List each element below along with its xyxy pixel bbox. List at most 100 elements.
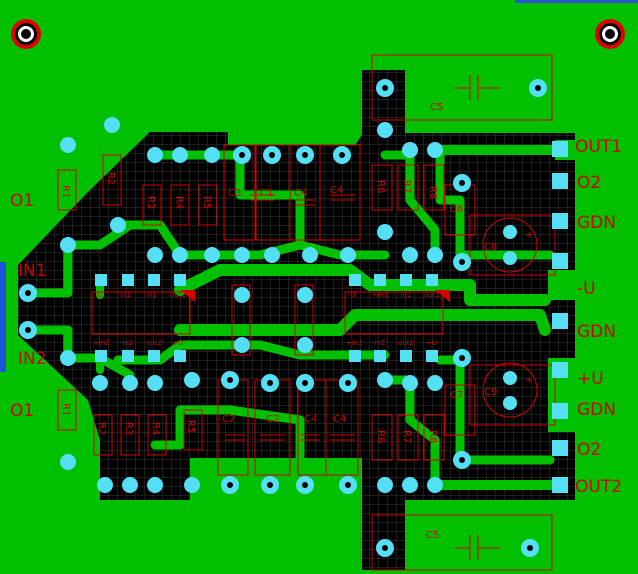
refdes-c4b-bot: C4 (333, 414, 346, 425)
refdes-c4a-bot: C4 (304, 414, 317, 425)
mounting-hole-left (11, 19, 41, 49)
trace-bot-2 (150, 405, 305, 490)
refdes-r6-top: R6 (375, 180, 386, 193)
outline-r2-bot (93, 414, 113, 456)
label-out1: OUT1 (575, 137, 622, 157)
outline-c8-body (482, 217, 538, 273)
refdes-c6-top: C6 (450, 204, 463, 215)
label-o2-bottom: O2 (577, 440, 601, 460)
outline-c9-body (482, 362, 538, 418)
outline-c3-top (223, 144, 257, 241)
u2-pin-label: out1 (424, 291, 440, 299)
outline-r7-bot (397, 414, 419, 461)
refdes-c5-bot: C5 (426, 530, 439, 541)
outline-r3-top (142, 184, 162, 226)
refdes-r5-top: R5 (201, 196, 212, 209)
label-o1-bottom: O1 (10, 401, 34, 421)
u2-pin1-marker (435, 290, 450, 302)
outline-r2-top (102, 154, 122, 206)
refdes-c2a-bot: C2 (222, 414, 235, 425)
refdes-r1-top: R1 (60, 185, 71, 198)
c9-plus-mark: + (525, 375, 533, 386)
label-gdn-3: GDN (577, 400, 616, 420)
outline-c8-top (469, 214, 556, 276)
outline-c9-bot (469, 364, 556, 426)
u2-pin-label: out2 (398, 339, 414, 347)
label-gdn-1: GDN (577, 213, 616, 233)
u1-pin-label: out2 (146, 339, 162, 347)
u2-pin-label: -in2 (372, 339, 385, 347)
trace-top-3 (380, 150, 440, 260)
label-plus-u: +U (577, 369, 604, 389)
refdes-r1-bot: R1 (60, 403, 71, 416)
label-o2-top: O2 (577, 173, 601, 193)
refdes-r2-bot: R2 (96, 422, 107, 435)
refdes-c1-top: C1 (260, 188, 273, 199)
outline-r5-top (198, 184, 218, 226)
outline-r4-top (170, 184, 190, 226)
outline-r1-top (57, 169, 77, 211)
label-minus-u: -U (577, 279, 596, 299)
outline-r5-bot (183, 409, 203, 451)
refdes-r4-bot: R4 (150, 422, 161, 435)
c8-plus-mark: + (525, 230, 533, 241)
outline-c4b-top (319, 144, 361, 241)
label-o1-top: O1 (10, 191, 34, 211)
outline-r8-top (423, 164, 445, 211)
refdes-c4b-top: C4 (330, 185, 343, 196)
pad-holes (25, 85, 541, 551)
trace-top-4 (435, 145, 555, 260)
outline-c7-bot (444, 384, 476, 436)
outline-u2 (344, 291, 444, 335)
pads (19, 79, 568, 557)
outline-r1-bot (57, 389, 77, 431)
refdes-labels: R1 R2 R3 R4 R5 C3 C1 C4 C4 R6 R7 R8 C5 C… (60, 102, 497, 541)
u1-pin-label: in1 (146, 291, 157, 299)
board-edge-left (0, 262, 6, 372)
refdes-r6-bot: R6 (375, 430, 386, 443)
outline-r4-bot (147, 414, 167, 456)
u1-pin-label: +U (172, 339, 183, 347)
outline-jumper-1 (231, 284, 251, 356)
polarity-marks: + + (525, 230, 533, 386)
refdes-c5-top: C5 (430, 102, 443, 113)
refdes-r8-bot: R8 (427, 430, 438, 443)
u1-pin-label: out1 (170, 291, 186, 299)
outline-c5-top (371, 54, 553, 121)
label-gdn-2: GDN (577, 322, 616, 342)
u2-pin-label: -U (348, 291, 356, 299)
outline-r6-bot (371, 414, 393, 461)
refdes-r7-top: R7 (401, 180, 412, 193)
outline-r8-bot (423, 414, 445, 461)
refdes-r8-top: R8 (427, 186, 438, 199)
connector-labels: O1 IN1 IN2 O1 OUT1 O2 GDN -U GDN +U GDN … (10, 137, 622, 497)
board-edge-top (515, 0, 638, 3)
trace-mid-plus (174, 309, 551, 336)
outline-u1 (91, 291, 191, 335)
refdes-r2-top: R2 (105, 172, 116, 185)
u2-pin-label: +in2 (346, 339, 363, 347)
outline-jumper-2 (294, 284, 314, 356)
refdes-r3-bot: R3 (123, 422, 134, 435)
refdes-r4-top: R4 (173, 196, 184, 209)
outline-r7-top (397, 164, 419, 211)
u1-pin-label: -U (95, 291, 103, 299)
outline-r6-top (371, 164, 393, 211)
u1-pin-label: -in2 (120, 339, 133, 347)
refdes-c3-top: C3 (228, 188, 241, 199)
trace-bot-3 (380, 375, 440, 490)
label-out2: OUT2 (575, 477, 622, 497)
refdes-c4a-top: C4 (294, 188, 307, 199)
u2-pin-label: -in1 (398, 291, 411, 299)
ic-pin-labels: -U in1 in1 out1 +in2 -in2 out2 +U -U +in… (93, 291, 440, 347)
label-in1: IN1 (18, 261, 47, 281)
refdes-c8-top: C8 (484, 242, 497, 253)
refdes-c9-bot: C9 (484, 387, 497, 398)
u1-pin-label: in1 (120, 291, 131, 299)
u2-pin-label: +U (426, 339, 437, 347)
u1-pin1-marker (180, 290, 195, 302)
trace-bot-4 (435, 355, 555, 465)
refdes-c2b-bot: C2 (266, 414, 279, 425)
mounting-hole-right (595, 19, 625, 49)
